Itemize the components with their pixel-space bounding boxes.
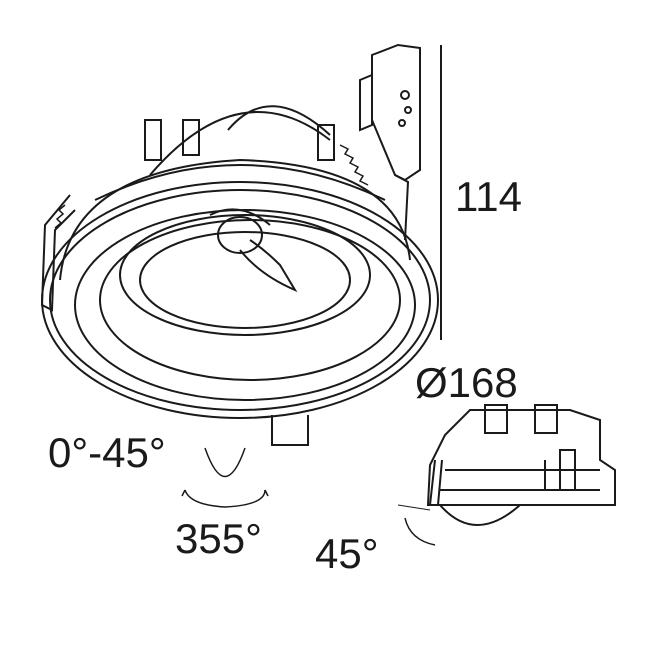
diameter-dimension-label: Ø168	[415, 359, 518, 406]
tilt-angle-label: 0°-45°	[48, 429, 166, 476]
side-tilt-angle-label: 45°	[315, 530, 379, 577]
rotation-arc-icon	[184, 489, 266, 508]
luminaire-main-view	[40, 43, 439, 446]
luminaire-side-view	[397, 404, 616, 546]
height-dimension-label: 114	[455, 173, 522, 220]
rotation-angle-label: 355°	[175, 515, 262, 562]
tilt-arc-icon	[204, 447, 246, 478]
side-tilt-arc-icon	[404, 517, 436, 546]
